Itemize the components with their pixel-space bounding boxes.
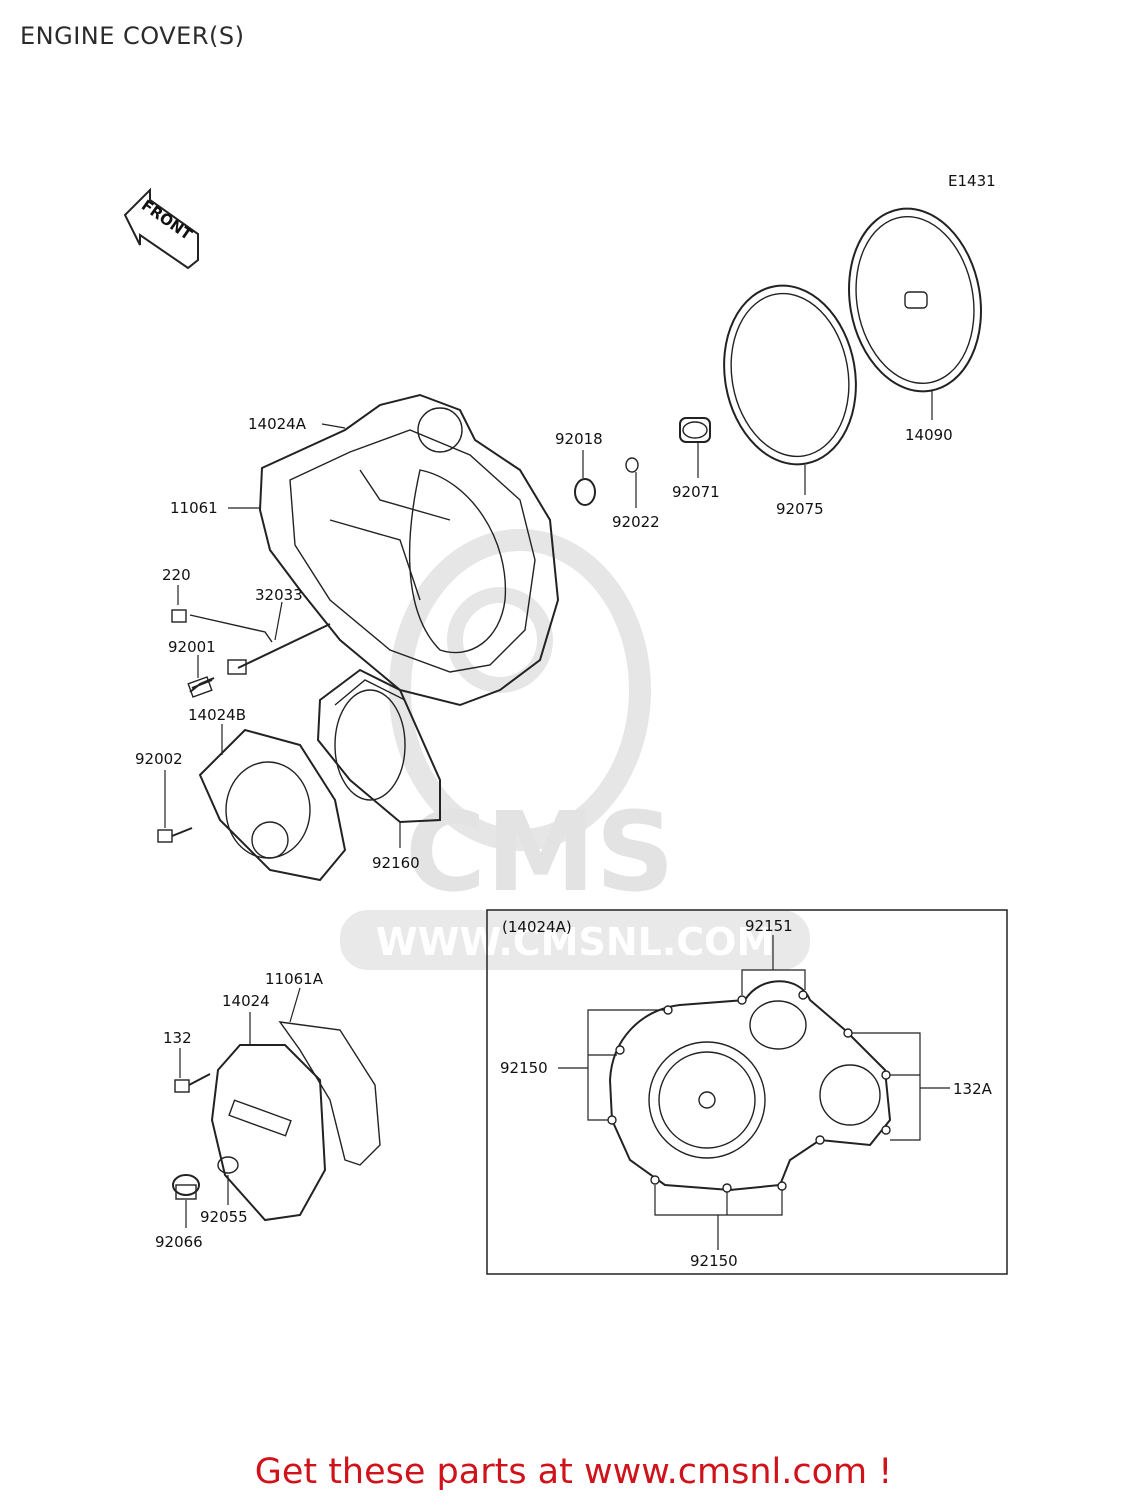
label-14090: 14090 xyxy=(905,426,953,444)
label-92022: 92022 xyxy=(612,513,660,531)
label-92075: 92075 xyxy=(776,500,824,518)
inset-label-92150-bottom: 92150 xyxy=(690,1252,738,1270)
cover-14024B xyxy=(198,728,347,882)
cover-92160 xyxy=(316,668,441,824)
clutch-cover xyxy=(258,393,560,707)
inset-label-92150-left: 92150 xyxy=(500,1059,548,1077)
inset-label-92151: 92151 xyxy=(745,917,793,935)
footer-link[interactable]: Get these parts at www.cmsnl.com ! xyxy=(254,1452,893,1492)
oring-92055 xyxy=(217,1156,239,1174)
front-arrow: FRONT xyxy=(123,187,199,270)
diagram-code: E1431 xyxy=(948,172,996,190)
gasket-11061A xyxy=(278,1021,381,1166)
cover-14024 xyxy=(210,1044,327,1222)
label-11061A: 11061A xyxy=(265,970,324,988)
plug-92066 xyxy=(172,1174,200,1200)
label-32033: 32033 xyxy=(255,586,303,604)
label-132: 132 xyxy=(163,1029,192,1047)
page-title: ENGINE COVER(S) xyxy=(20,22,245,50)
watermark-logo: CMS xyxy=(405,788,674,916)
label-14024B: 14024B xyxy=(188,706,246,724)
inset-box: (14024A) 92151 92150 132A xyxy=(486,909,1008,1275)
inset-leaders xyxy=(558,935,950,1250)
label-14024: 14024 xyxy=(222,992,270,1010)
label-220: 220 xyxy=(162,566,191,584)
plug-92071 xyxy=(679,417,711,443)
cms-watermark: CMS WWW.CMSNL.COM xyxy=(340,529,810,970)
label-92055: 92055 xyxy=(200,1208,248,1226)
label-92160: 92160 xyxy=(372,854,420,872)
label-92001: 92001 xyxy=(168,638,216,656)
label-92002: 92002 xyxy=(135,750,183,768)
label-92071: 92071 xyxy=(672,483,720,501)
inset-label-132A: 132A xyxy=(953,1080,993,1098)
watermark-url: WWW.CMSNL.COM xyxy=(376,920,775,964)
label-92018: 92018 xyxy=(555,430,603,448)
bolt-32033 xyxy=(171,609,331,675)
label-14024A: 14024A xyxy=(248,415,307,433)
bolt-92002 xyxy=(157,827,193,843)
cap-14090 xyxy=(848,207,982,393)
bolt-132 xyxy=(174,1073,211,1093)
washer-92022 xyxy=(625,457,639,473)
bolt-92001 xyxy=(187,676,215,698)
label-11061: 11061 xyxy=(170,499,218,517)
leader-lines xyxy=(164,390,933,1228)
inset-title: (14024A) xyxy=(502,918,572,936)
label-92066: 92066 xyxy=(155,1233,203,1251)
washer-92018 xyxy=(574,478,596,506)
oring-92075 xyxy=(723,284,857,466)
